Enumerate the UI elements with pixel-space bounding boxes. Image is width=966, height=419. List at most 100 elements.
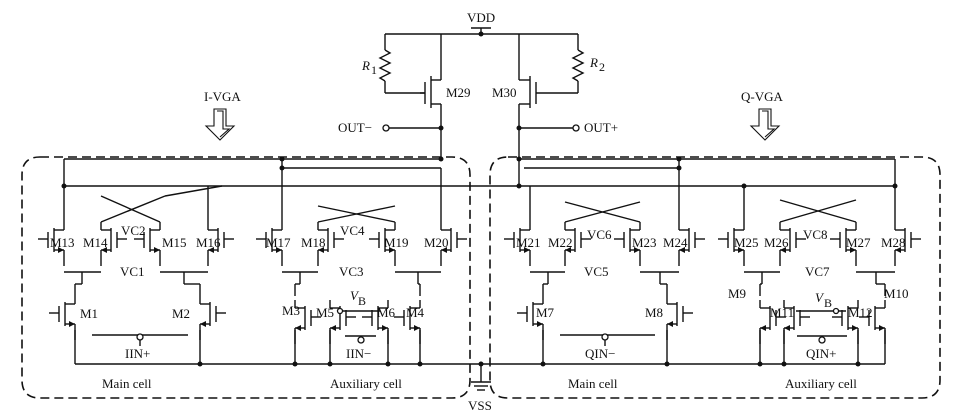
m20-label: M20: [424, 235, 449, 250]
m7-label: M7: [536, 305, 555, 320]
rails: [61, 156, 898, 223]
m17-label: M17: [266, 235, 291, 250]
m21-transistor: M21: [504, 222, 541, 266]
m15-transistor: M15: [134, 222, 187, 266]
bottom-wiring: VSS IIN+ IIN− QIN− QIN+ V B V B Main cel…: [74, 288, 886, 413]
out-pos-label: OUT+: [584, 120, 618, 135]
m14-label: M14: [83, 235, 108, 250]
r1-label: R: [361, 58, 370, 73]
m13-label: M13: [50, 235, 75, 250]
i-vga-arrow: I-VGA: [204, 89, 241, 141]
r2-subscript: 2: [599, 60, 605, 74]
vc8-label: VC8: [803, 227, 828, 242]
m6-transistor: M6: [362, 300, 396, 344]
m4-label: M4: [406, 305, 425, 320]
i-vga-block: [21, 156, 471, 399]
vb-left-sub: B: [358, 294, 366, 308]
m1-label: M1: [80, 306, 98, 321]
right-main-cell-label: Main cell: [568, 376, 618, 391]
iin-pos-pin: [136, 333, 144, 341]
m8-transistor: M8: [645, 296, 693, 340]
r1-subscript: 1: [371, 63, 377, 77]
m28-transistor: M28: [881, 222, 921, 266]
m16-transistor: M16: [196, 222, 234, 266]
vc6-label: VC6: [587, 227, 612, 242]
vc5-label: VC5: [584, 264, 609, 279]
m15-label: M15: [162, 235, 187, 250]
vc4-label: VC4: [340, 223, 365, 238]
m11-transistor: M11: [770, 300, 810, 344]
m28-label: M28: [881, 235, 906, 250]
m2-transistor: M2: [172, 296, 226, 340]
m18-transistor: M18: [301, 222, 344, 266]
m10-transistor: M10: [859, 286, 909, 344]
m7-transistor: M7: [517, 296, 555, 340]
load-network: VDD R 1 R 2: [338, 10, 618, 186]
m17-transistor: M17: [256, 222, 291, 266]
r2-resistor: R 2: [571, 49, 605, 82]
m12-transistor: M12: [832, 300, 873, 344]
m27-transistor: M27: [830, 222, 871, 266]
m27-label: M27: [846, 235, 871, 250]
m26-label: M26: [764, 235, 789, 250]
m23-label: M23: [632, 235, 657, 250]
q-vga-block: [489, 156, 941, 399]
m13-transistor: M13: [38, 222, 75, 266]
m6-label: M6: [377, 305, 396, 320]
vb-right-sub: B: [824, 296, 832, 310]
m10-label: M10: [884, 286, 909, 301]
vc3-label: VC3: [339, 264, 364, 279]
m29-label: M29: [446, 85, 471, 100]
iin-neg-label: IIN−: [346, 346, 371, 361]
r2-label: R: [589, 55, 598, 70]
vb-left-label: V: [350, 288, 360, 303]
m30-label: M30: [492, 85, 517, 100]
qin-pos-pin: [818, 336, 826, 344]
out-neg-pin: [382, 124, 390, 132]
m25-transistor: M25: [718, 222, 759, 266]
m1-transistor: M1: [49, 296, 98, 340]
m19-transistor: M19: [369, 222, 409, 266]
control-labels: VC2 VC4 VC6 VC8 VC1 VC3 VC5 VC7: [120, 223, 830, 279]
m16-label: M16: [196, 235, 221, 250]
m9-label: M9: [728, 286, 746, 301]
m19-label: M19: [384, 235, 409, 250]
left-main-cell-label: Main cell: [102, 376, 152, 391]
m25-label: M25: [734, 235, 759, 250]
vb-right-label: V: [815, 290, 825, 305]
i-vga-label: I-VGA: [204, 89, 241, 104]
qin-neg-pin: [601, 333, 609, 341]
iin-pos-label: IIN+: [125, 346, 150, 361]
vc7-label: VC7: [805, 264, 830, 279]
m26-transistor: M26: [764, 222, 806, 266]
m11-label: M11: [770, 305, 794, 320]
m18-label: M18: [301, 235, 326, 250]
m20-transistor: M20: [424, 222, 467, 266]
m24-transistor: M24: [663, 222, 705, 266]
m30-transistor: M30: [492, 70, 537, 186]
vdd-label: VDD: [467, 10, 495, 25]
m21-label: M21: [516, 235, 541, 250]
r1-resistor: R 1: [361, 49, 392, 82]
q-vga-arrow: Q-VGA: [741, 89, 783, 141]
m22-transistor: M22: [548, 222, 591, 266]
qin-pos-label: QIN+: [806, 346, 836, 361]
m3-label: M3: [282, 303, 300, 318]
q-vga-label: Q-VGA: [741, 89, 783, 104]
m5-label: M5: [316, 305, 334, 320]
m12-label: M12: [848, 305, 873, 320]
m24-label: M24: [663, 235, 688, 250]
m5-transistor: M5: [316, 300, 356, 344]
m8-label: M8: [645, 305, 663, 320]
m2-label: M2: [172, 306, 190, 321]
iin-neg-pin: [357, 336, 365, 344]
m29-transistor: M29: [420, 70, 471, 158]
right-aux-cell-label: Auxiliary cell: [785, 376, 857, 391]
vss-label: VSS: [468, 398, 492, 413]
m22-label: M22: [548, 235, 573, 250]
m23-transistor: M23: [614, 222, 657, 266]
vc1-label: VC1: [120, 264, 145, 279]
out-pos-pin: [572, 124, 580, 132]
